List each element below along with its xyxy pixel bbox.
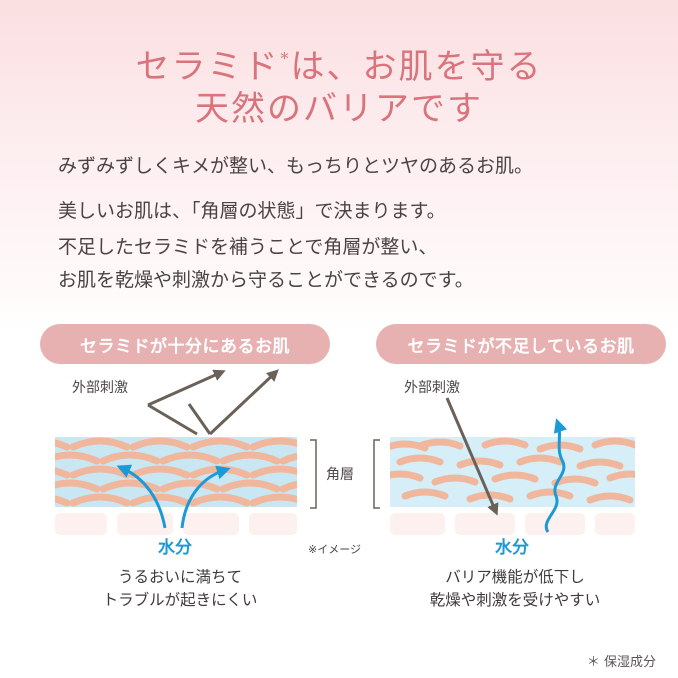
skin-cell xyxy=(249,493,297,507)
skin-cell xyxy=(591,437,635,449)
stimulus-arrow-left-2 xyxy=(208,369,279,436)
layer-label: 角層 xyxy=(326,467,354,483)
skin-cell xyxy=(586,492,634,504)
skin-cell xyxy=(279,480,297,493)
right-lower-cells xyxy=(390,513,635,535)
layer-bracket xyxy=(310,439,380,509)
skin-cell xyxy=(249,465,297,479)
skin-cell xyxy=(551,475,599,487)
heading-ceramide-sufficient: セラミドが十分にあるお肌 xyxy=(40,324,330,364)
skin-cell xyxy=(189,493,251,507)
skin-cell xyxy=(55,495,71,507)
skin-cell xyxy=(516,454,564,466)
skin-cell xyxy=(431,474,479,486)
skin-cell xyxy=(279,452,297,465)
skin-cell xyxy=(576,458,624,470)
skin-cell xyxy=(249,437,297,451)
water-label-right: 水分 xyxy=(495,538,529,558)
skin-cell xyxy=(219,479,281,493)
right-stratum-corneum xyxy=(390,437,635,507)
skin-cell xyxy=(189,437,251,451)
skin-cell xyxy=(55,467,71,479)
skin-cell xyxy=(55,479,101,493)
image-note: ※イメージ xyxy=(308,543,361,556)
skin-cell xyxy=(159,451,221,465)
skin-cell xyxy=(99,451,161,465)
skin-cell xyxy=(159,479,221,493)
description-line-1: みずみずしくキメが整い、もっちりとツヤのあるお肌。 xyxy=(58,155,534,177)
skin-cell xyxy=(491,471,539,483)
water-arrow-left-2 xyxy=(180,465,231,529)
skin-cell xyxy=(219,451,281,465)
skin-cell xyxy=(55,451,101,465)
skin-cell xyxy=(396,454,444,466)
skin-cell xyxy=(69,437,131,451)
left-lower-cells xyxy=(55,513,297,535)
skin-cell xyxy=(606,470,635,482)
heading-ceramide-deficient: セラミドが不足しているお肌 xyxy=(376,324,666,364)
stimulus-arrow-left-1 xyxy=(147,369,226,407)
skin-cell xyxy=(99,479,161,493)
caption-right: バリア機能が低下し 乾燥や刺激を受けやすい xyxy=(429,568,601,609)
skin-cell xyxy=(129,437,191,451)
skin-cell xyxy=(129,465,191,479)
skin-cell xyxy=(401,488,449,500)
description-line-2: 美しいお肌は、「角層の状態」で決まります。 xyxy=(58,200,446,222)
water-label-left: 水分 xyxy=(158,538,192,558)
left-stratum-corneum xyxy=(55,437,297,507)
water-arrow-left-1 xyxy=(116,464,167,529)
skin-cell xyxy=(69,493,131,507)
description-line-4: お肌を乾燥や刺激から守ることができるのです。 xyxy=(58,269,474,291)
skin-cell xyxy=(390,470,424,482)
stimulus-label-right: 外部刺激 xyxy=(404,380,460,396)
description-line-3: 不足したセラミドを補うことで角層が整い、 xyxy=(58,236,438,258)
skin-cell xyxy=(416,438,464,450)
stimulus-arrow-right xyxy=(445,397,499,516)
skin-cell xyxy=(129,493,191,507)
skin-cell xyxy=(456,457,504,469)
footnote: ＊ 保湿成分 xyxy=(586,655,656,670)
water-loss-arrow-right xyxy=(544,418,568,533)
stimulus-label-left: 外部刺激 xyxy=(72,380,128,396)
skin-cell xyxy=(55,439,71,451)
title-line-2: 天然のバリアです xyxy=(195,89,483,129)
skin-cell xyxy=(481,437,529,449)
title-line-1: セラミド*は、お肌を守る xyxy=(135,47,543,87)
caption-left: うるおいに満ちて トラブルが起きにくい xyxy=(102,568,258,609)
skin-cell xyxy=(526,488,574,500)
